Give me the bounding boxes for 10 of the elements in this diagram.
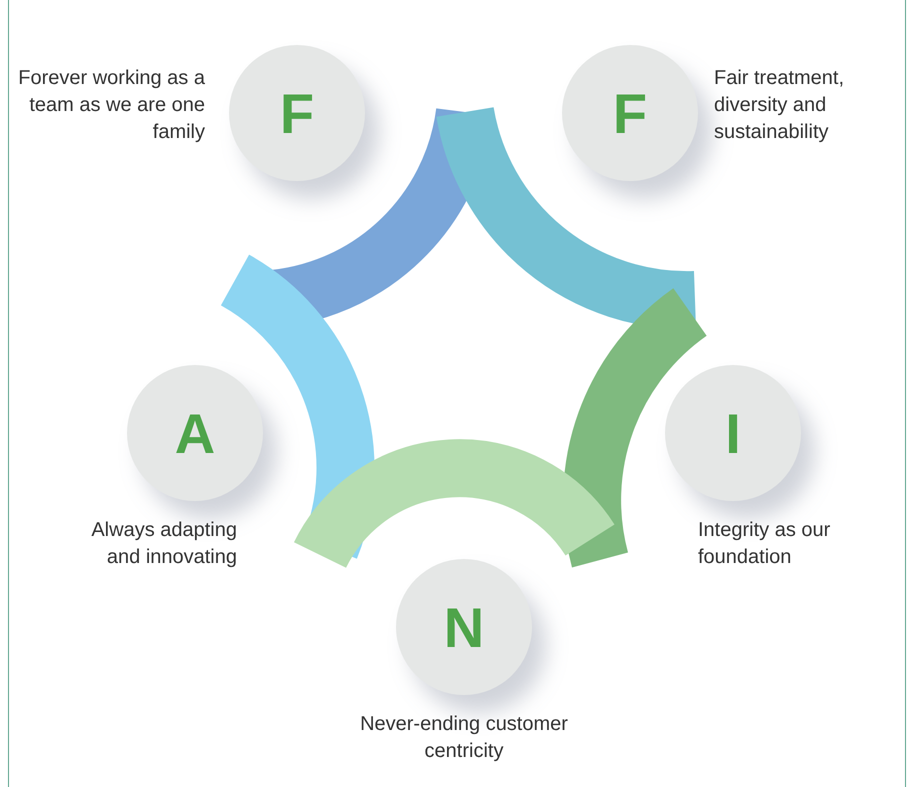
caption-text: Fair treatment, diversity and sustainability — [714, 66, 846, 145]
caption-text: Always adapting and innovating — [90, 518, 237, 570]
letter-circle: N — [396, 559, 532, 695]
letter-circle: F — [562, 45, 698, 181]
letter-circle: A — [127, 365, 263, 501]
caption-text: Integrity as our foundation — [698, 518, 832, 570]
caption-text: Never-ending customer centricity — [359, 712, 569, 764]
letter-circle: F — [229, 45, 365, 181]
letter-circle: I — [665, 365, 801, 501]
caption-text: Forever working as a team as we are one family — [17, 66, 205, 145]
